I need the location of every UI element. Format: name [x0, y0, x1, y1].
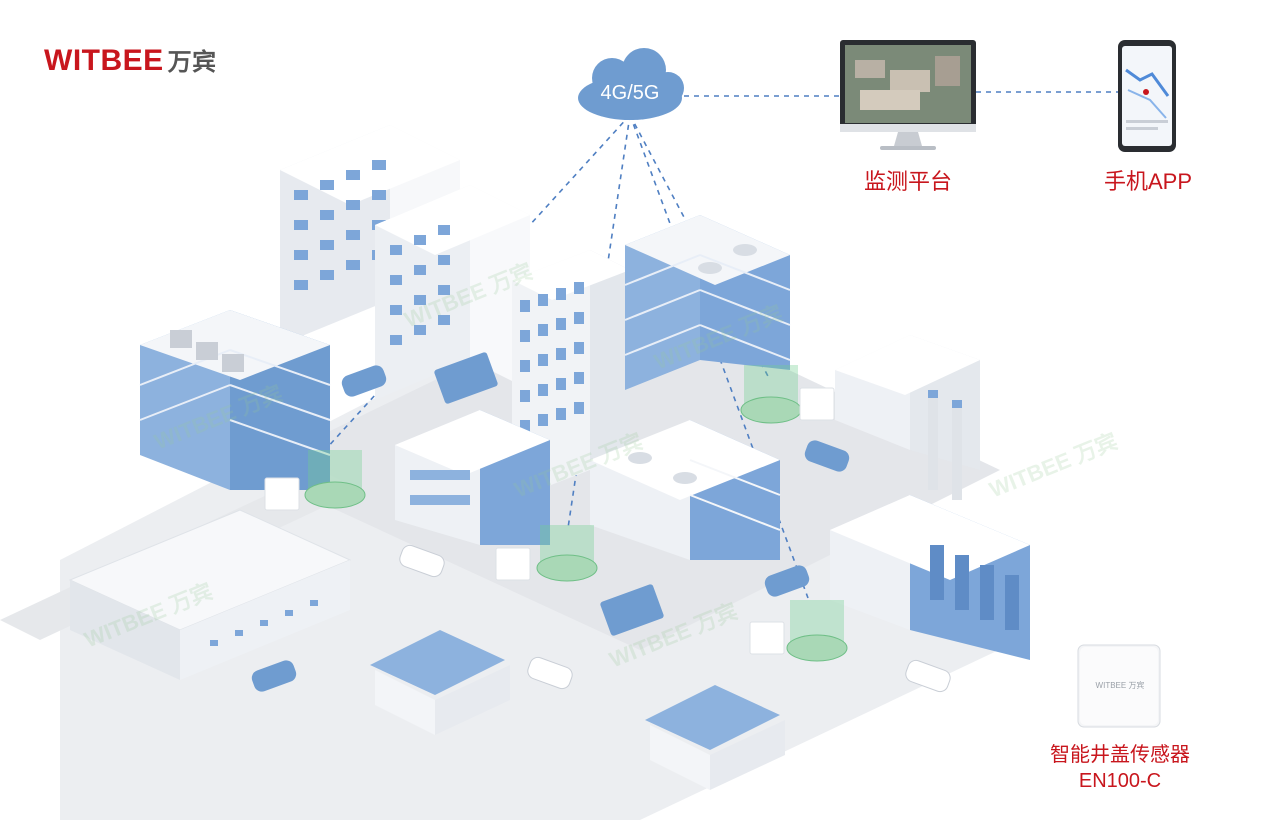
wide-office: [590, 420, 781, 560]
warehouse: [68, 509, 352, 680]
monitor-icon: [840, 40, 976, 150]
network-label: 4G/5G: [600, 82, 660, 104]
scene-sensors: [264, 387, 835, 655]
sensor-model: EN100-C: [1078, 770, 1162, 792]
sensor-name: 智能井盖传感器: [1050, 744, 1190, 766]
house: [645, 685, 785, 790]
glass-office: [139, 310, 331, 490]
factory: [830, 335, 1030, 660]
house: [370, 630, 510, 735]
sensor-caption: 智能井盖传感器 EN100-C: [1040, 742, 1200, 794]
network-links: [324, 91, 1118, 599]
brand-name-en: WITBEE: [44, 44, 164, 77]
platform-label: 监测平台: [863, 169, 952, 194]
mobile-app-label: 手机APP: [1103, 169, 1193, 194]
sensor-device: [1077, 644, 1161, 728]
office-block: [624, 215, 791, 390]
vehicles: [251, 352, 951, 693]
cloud-icon: [578, 48, 684, 120]
mid-office: [395, 410, 550, 545]
device-mark: WITBEE 万宾: [1095, 681, 1145, 690]
brand-name-cn: 万宾: [167, 49, 217, 76]
phone-icon: [1118, 40, 1176, 152]
manhole-signals: [304, 365, 848, 662]
